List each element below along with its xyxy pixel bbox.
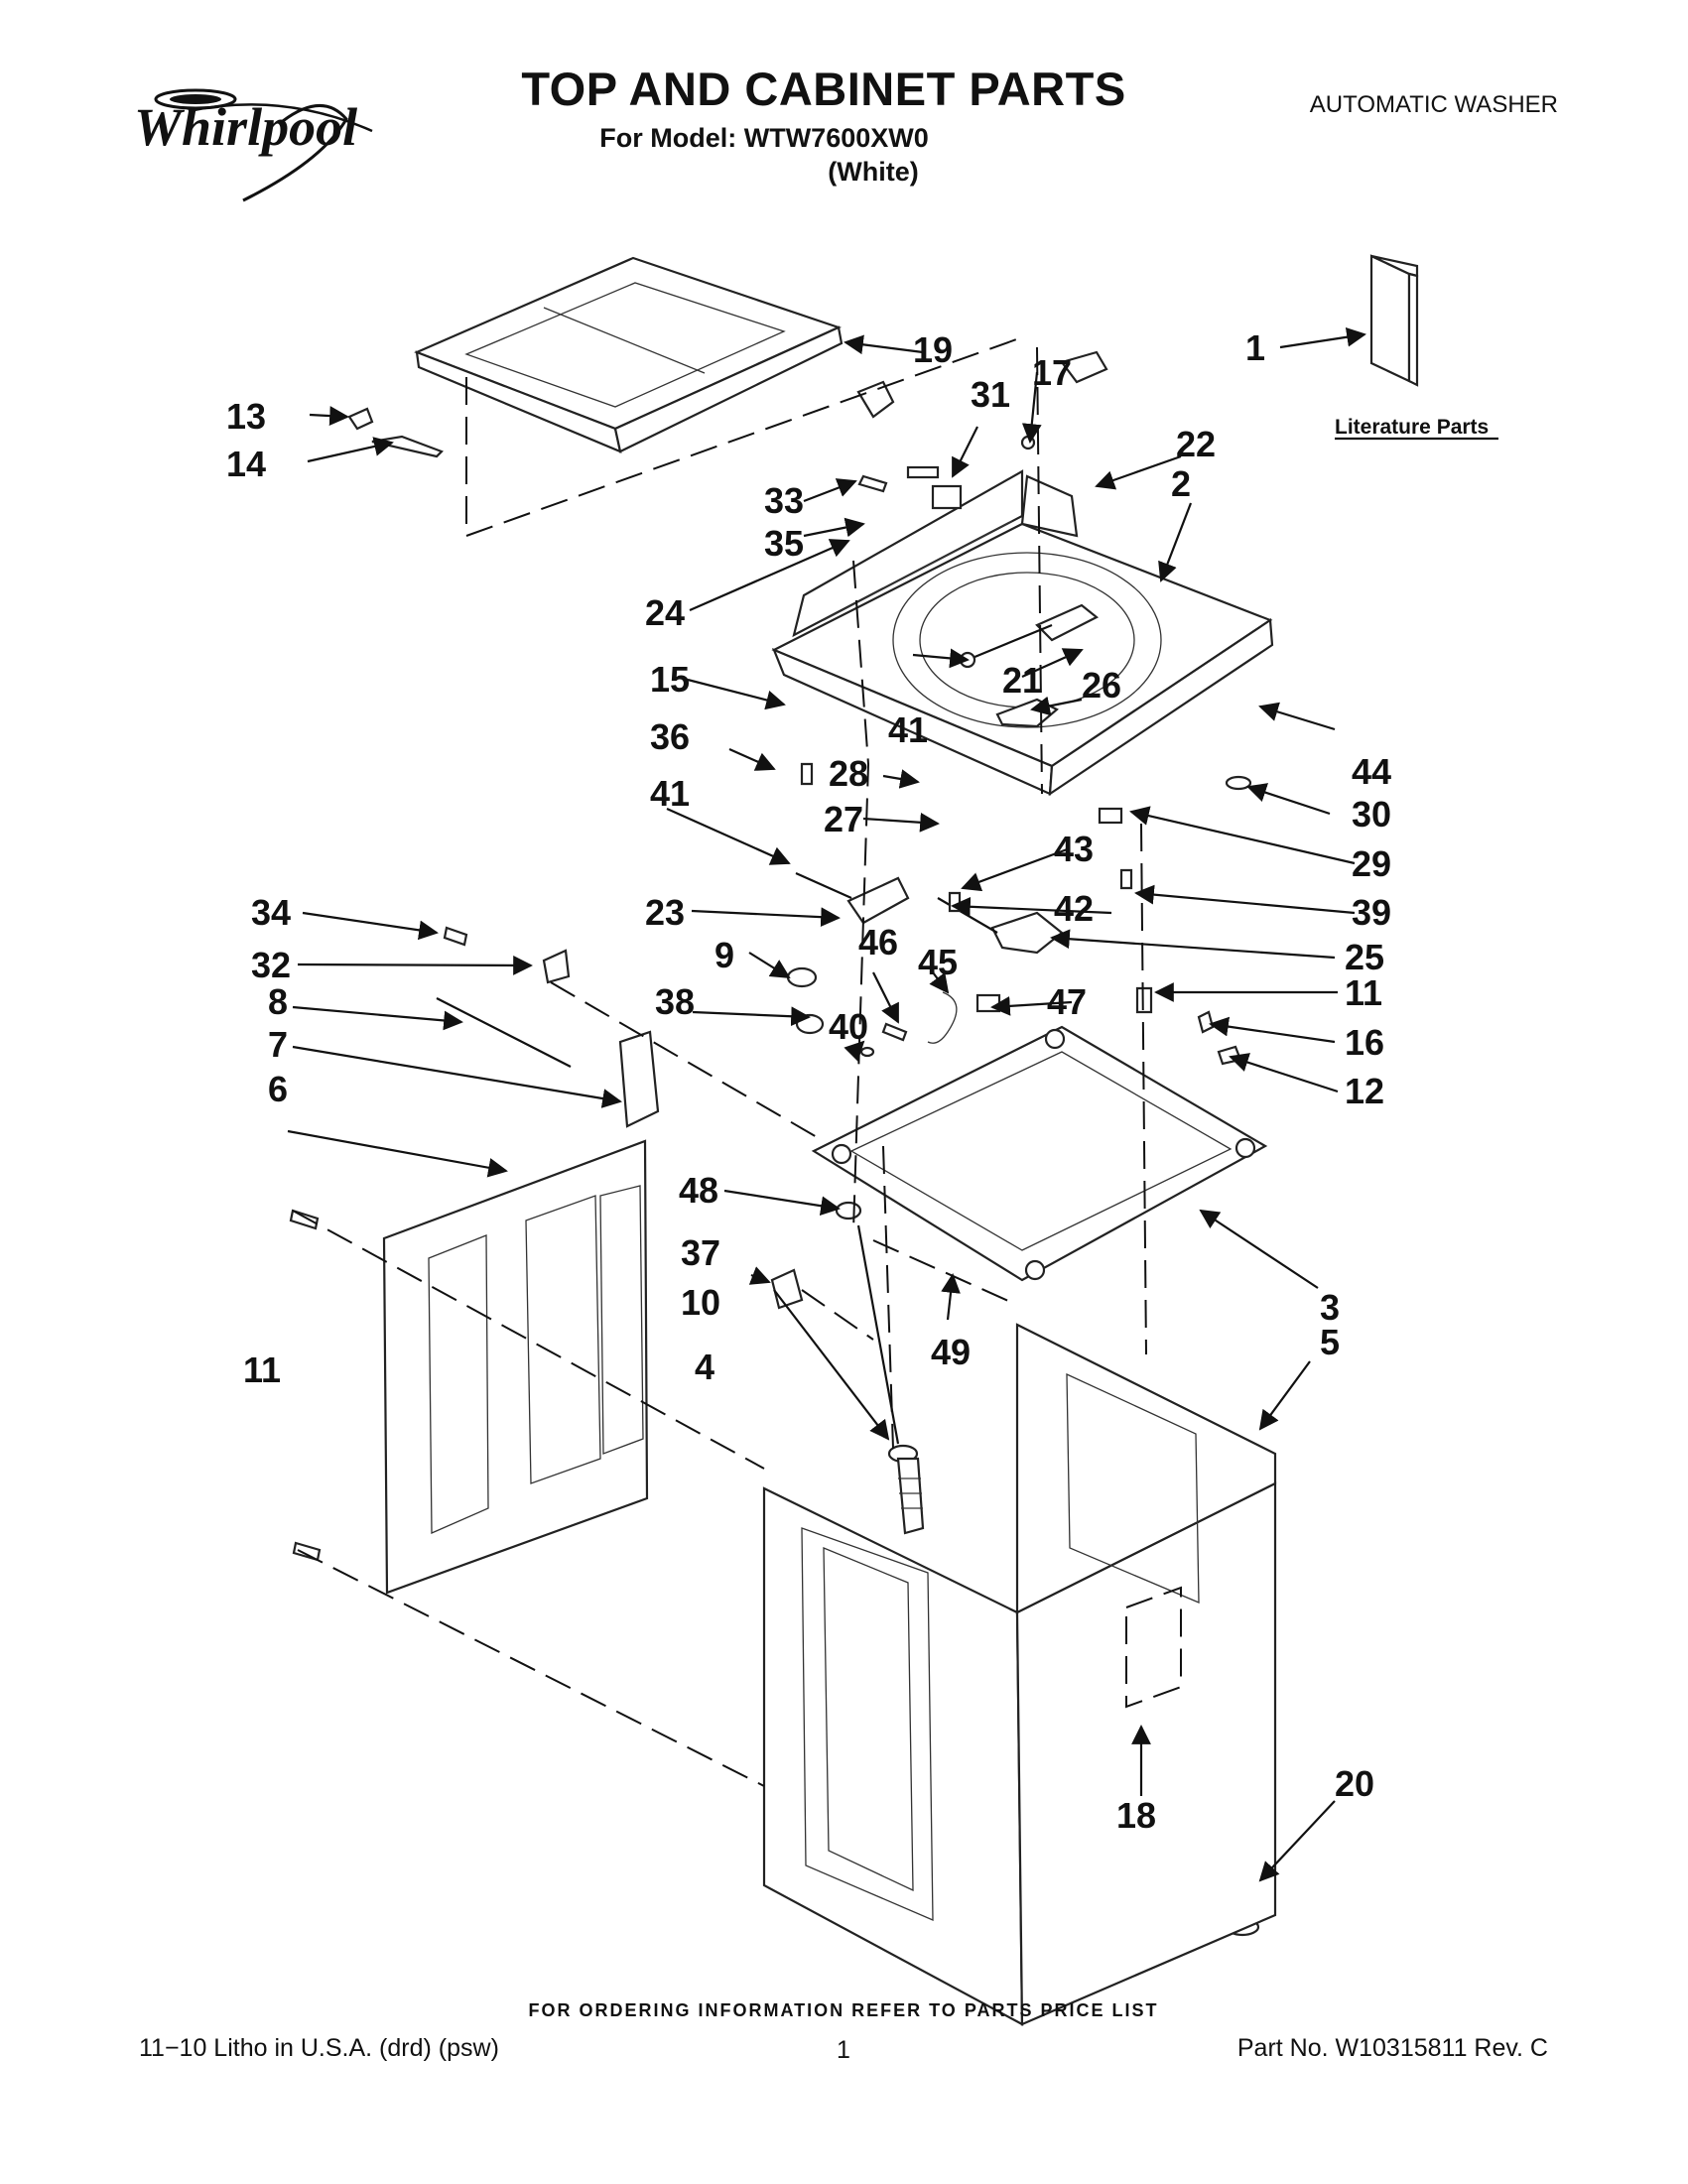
callout-37: 37	[681, 1232, 720, 1273]
callout-40: 40	[829, 1006, 868, 1047]
callout-2: 2	[1171, 463, 1191, 504]
top-panel-part-2	[771, 469, 1274, 797]
callout-36: 36	[650, 716, 690, 757]
callout-23: 23	[645, 892, 685, 933]
callout-11-right: 11	[1345, 972, 1382, 1013]
callout-42: 42	[1054, 888, 1094, 929]
callout-18: 18	[1116, 1795, 1156, 1836]
literature-part-1	[1369, 254, 1419, 387]
base-frame-part-3	[811, 1025, 1268, 1282]
callout-1: 1	[1245, 327, 1265, 368]
callout-29: 29	[1352, 843, 1391, 884]
callout-21: 21	[1002, 660, 1042, 701]
callout-39: 39	[1352, 892, 1391, 933]
callout-41-upper: 41	[888, 709, 928, 750]
literature-parts-label: Literature Parts	[1335, 416, 1489, 439]
cabinet-part-5	[762, 1323, 1277, 2026]
callout-6: 6	[268, 1069, 288, 1109]
callout-48: 48	[679, 1170, 718, 1211]
callout-34: 34	[251, 892, 291, 933]
callout-31: 31	[971, 374, 1010, 415]
callout-49: 49	[931, 1332, 971, 1372]
callout-30: 30	[1352, 794, 1391, 835]
callout-11-left: 11	[243, 1349, 281, 1390]
callout-41-lower: 41	[650, 773, 690, 814]
callout-16: 16	[1345, 1022, 1384, 1063]
lower-parts	[770, 1201, 925, 1535]
callout-44: 44	[1352, 751, 1391, 792]
callout-9: 9	[714, 935, 734, 975]
callout-46: 46	[858, 922, 898, 963]
lid-part-19	[414, 256, 844, 453]
rear-panel-part-6	[382, 1139, 649, 1595]
brackets-and-rod	[436, 949, 660, 1128]
assembly-lines	[292, 336, 1147, 1787]
callout-17: 17	[1032, 352, 1072, 393]
page-title: TOP AND CABINET PARTS	[521, 63, 1126, 115]
callout-32: 32	[251, 945, 291, 985]
ordering-note: FOR ORDERING INFORMATION REFER TO PARTS …	[528, 2000, 1159, 2020]
callout-45: 45	[918, 942, 958, 982]
litho-info: 11−10 Litho in U.S.A. (drd) (psw)	[139, 2034, 499, 2062]
callout-22: 22	[1176, 424, 1216, 464]
callout-26: 26	[1082, 665, 1121, 706]
callout-13: 13	[226, 396, 266, 437]
callout-43: 43	[1054, 829, 1094, 869]
model-number: For Model: WTW7600XW0	[599, 123, 929, 153]
callout-20: 20	[1335, 1763, 1374, 1804]
part-number: Part No. W10315811 Rev. C	[1236, 2034, 1548, 2062]
callout-15: 15	[650, 659, 690, 700]
callout-33: 33	[764, 480, 804, 521]
callout-labels: 1 2 3 4 5 6 7 8 9 10 11 11 12 13 14 15 1…	[226, 327, 1391, 1836]
leader-lines	[287, 326, 1366, 1882]
callout-10: 10	[681, 1282, 720, 1323]
callout-12: 12	[1345, 1071, 1384, 1111]
model-color: (White)	[828, 157, 919, 187]
callout-8: 8	[268, 981, 288, 1022]
callout-47: 47	[1047, 981, 1087, 1022]
base-parts	[786, 775, 1252, 1066]
callout-38: 38	[655, 981, 695, 1022]
callout-19: 19	[913, 329, 953, 370]
callout-35: 35	[764, 523, 804, 564]
whirlpool-logo: Whirlpool	[134, 88, 373, 202]
callout-4: 4	[695, 1347, 714, 1387]
callout-14: 14	[226, 444, 266, 484]
callout-24: 24	[645, 592, 685, 633]
callout-25: 25	[1345, 937, 1384, 977]
callout-7: 7	[268, 1024, 288, 1065]
callout-3: 3	[1320, 1287, 1340, 1328]
callout-28: 28	[829, 753, 868, 794]
product-type: AUTOMATIC WASHER	[1309, 91, 1558, 118]
callout-5: 5	[1320, 1322, 1340, 1362]
page-number: 1	[837, 2036, 850, 2064]
callout-27: 27	[824, 799, 863, 839]
